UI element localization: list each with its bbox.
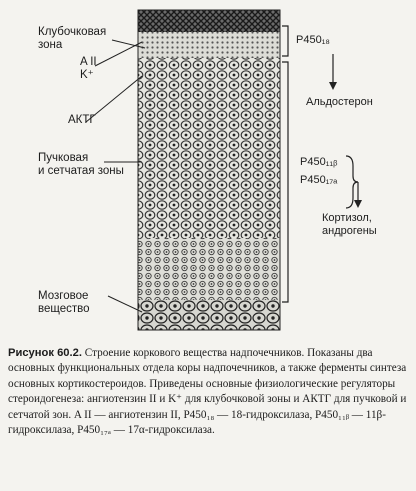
- capsule-layer: [138, 10, 280, 32]
- pointer-a2k: [94, 41, 143, 67]
- label-k: K⁺: [80, 69, 94, 81]
- bracket-fasc-ret: [282, 61, 289, 303]
- label-a2-k: A II K⁺: [80, 56, 97, 82]
- arrow-cortisol-head: [354, 200, 362, 208]
- label-medulla-line2: вещество: [38, 303, 90, 315]
- label-medulla-line1: Мозговое: [38, 290, 89, 302]
- label-p450-17a: P450₁₇ₐ: [300, 174, 338, 186]
- label-cortisol-line1: Кортизол,: [322, 212, 372, 224]
- label-zona-glomerulosa: Клубочковая зона: [38, 26, 106, 52]
- pointer-glomerulosa: [111, 39, 146, 49]
- label-a2: A II: [80, 56, 97, 68]
- label-cortisol: Кортизол, андрогены: [322, 212, 377, 238]
- adrenal-cortex-diagram: [85, 9, 362, 331]
- label-p450-18: P450₁₈: [296, 34, 330, 46]
- label-cortisol-line2: андрогены: [322, 225, 377, 237]
- pointer-medulla: [107, 295, 143, 313]
- label-zona-fasc-ret-line1: Пучковая: [38, 152, 89, 164]
- label-zona-glomerulosa-line2: зона: [38, 39, 63, 51]
- figure-caption: Рисунок 60.2. Строение коркового веществ…: [8, 346, 412, 438]
- tissue-outline: [137, 9, 281, 331]
- label-medulla: Мозговое вещество: [38, 290, 90, 316]
- zona-fasciculata-layer: [138, 58, 280, 238]
- label-zona-fasc-ret: Пучковая и сетчатая зоны: [38, 152, 124, 178]
- label-zona-glomerulosa-line1: Клубочковая: [38, 26, 107, 38]
- label-acth: АКТГ: [68, 114, 96, 126]
- arrow-aldosterone-head: [329, 82, 337, 90]
- caption-text: Строение коркового вещества надпочечнико…: [8, 347, 407, 437]
- caption-title: Рисунок 60.2.: [8, 347, 82, 359]
- label-zona-fasc-ret-line2: и сетчатая зоны: [38, 165, 124, 177]
- zona-glomerulosa-layer: [138, 32, 280, 58]
- medulla-layer: [138, 300, 280, 330]
- label-aldosterone: Альдостерон: [306, 96, 373, 108]
- zona-reticularis-layer: [138, 238, 280, 300]
- bracket-glomerulosa: [282, 25, 289, 57]
- label-p450-11b: P450₁₁ᵦ: [300, 156, 338, 168]
- pointer-acth: [85, 75, 143, 123]
